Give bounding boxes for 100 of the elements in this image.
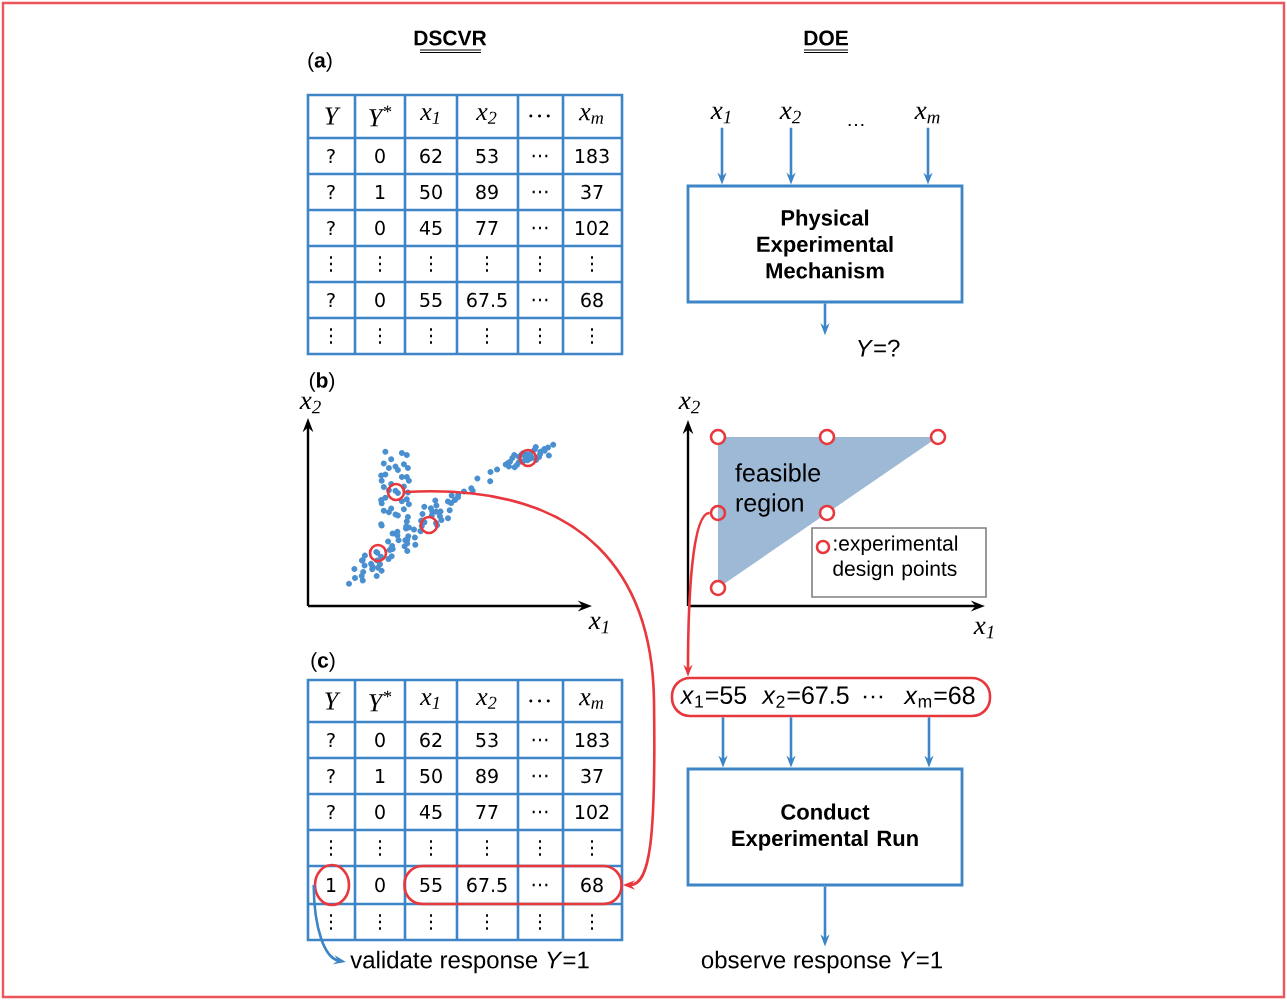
table-cell: 0	[375, 732, 385, 748]
table-cell: 0	[375, 220, 385, 236]
table-cell: …	[532, 298, 548, 302]
table-cell: ⋮	[330, 914, 332, 930]
table-cell: ⋮	[539, 328, 541, 344]
table-cell: Y	[325, 692, 341, 710]
column-heading: DOE	[804, 30, 848, 46]
table-cell: …	[532, 154, 548, 158]
table-cell: 183	[575, 732, 609, 748]
table-cell: ⋮	[379, 256, 381, 272]
result-label: observe response Y=1	[701, 950, 942, 974]
ellipsis: …	[848, 123, 864, 127]
highlight-circle	[518, 448, 538, 468]
table-cell: ?	[327, 184, 335, 200]
table-cell: 67.5	[467, 292, 507, 308]
table-cell: 89	[476, 184, 498, 200]
table-cell: 1	[327, 878, 336, 892]
table-cell: x$_{m}$	[578, 108, 604, 124]
table-cell: 37	[581, 184, 603, 200]
table-cell: ⋮	[379, 840, 381, 856]
panel-label: (b)	[309, 372, 335, 392]
table-cell: 53	[476, 732, 498, 748]
process-box: Conduct Experimental Run	[686, 767, 964, 887]
output-label: Y=?	[858, 339, 900, 357]
table-cell: …	[532, 226, 548, 230]
table-cell: …	[532, 810, 548, 814]
highlight-outline	[403, 864, 623, 906]
table-cell: 77	[476, 805, 498, 819]
highlight-circle	[313, 863, 351, 907]
table-cell: ⋮	[539, 256, 541, 272]
table-cell: 53	[476, 148, 498, 164]
table-cell: 89	[476, 768, 498, 784]
table-cell: 77	[476, 221, 498, 235]
table-cell: 55	[420, 292, 442, 308]
table-cell: 102	[575, 804, 609, 820]
table-cell: …	[532, 190, 548, 194]
table-cell: Y$^{*}$	[369, 690, 392, 712]
table-cell: Y	[325, 107, 341, 125]
table-cell: 0	[375, 292, 385, 308]
axis-label: x$_{1}$	[973, 621, 994, 639]
table-cell: …	[532, 774, 548, 778]
table-cell: ?	[327, 148, 335, 164]
table-cell: ?	[327, 220, 335, 236]
table-cell: ⋮	[591, 328, 593, 344]
table-cell: ⋮	[379, 328, 381, 344]
table-cell: x$_{1}$	[419, 693, 439, 709]
table-cell: 50	[420, 768, 442, 784]
table-cell: 62	[420, 732, 442, 748]
table-cell: ⋮	[330, 328, 332, 344]
table-cell: 1	[376, 185, 385, 199]
table-cell: 45	[419, 804, 442, 820]
panel-label: (a)	[308, 52, 332, 72]
axis-label: x$_{2}$	[678, 396, 700, 414]
table-cell: x$_{1}$	[419, 108, 439, 124]
table-cell: ⋮	[486, 256, 488, 272]
input-label: x$_{1}$	[710, 106, 731, 124]
table-cell: ⋮	[591, 256, 593, 272]
table-cell: …	[529, 114, 550, 118]
table-cell: …	[532, 738, 548, 742]
highlight-circle	[419, 515, 439, 535]
table-cell: ⋮	[379, 914, 381, 930]
table-cell: x$_{2}$	[475, 693, 497, 709]
input-label: x$_{2}$	[779, 106, 801, 124]
table-cell: 62	[420, 148, 442, 164]
table-cell: ⋮	[430, 328, 432, 344]
table-cell: ⋮	[486, 328, 488, 344]
table-cell: 68	[581, 877, 603, 893]
table-cell: x$_{2}$	[475, 108, 497, 124]
table-cell: ⋮	[430, 256, 432, 272]
table-cell: ?	[327, 804, 335, 820]
input-label: x$_{m}$	[914, 106, 940, 124]
table-cell: 68	[581, 292, 603, 308]
table-cell: x$_{m}$	[578, 693, 604, 709]
highlight-circle	[368, 543, 388, 563]
axis-label: x$_{1}$	[588, 616, 609, 634]
highlight-circle	[386, 482, 406, 502]
table-cell: 0	[375, 804, 385, 820]
table-cell: 55	[420, 877, 442, 893]
table-cell: 0	[375, 148, 385, 164]
table-cell: 1	[376, 769, 385, 783]
table-cell: 50	[420, 184, 442, 200]
table-cell: …	[532, 883, 548, 887]
table-cell: Y$^{*}$	[369, 105, 392, 127]
table-cell: 183	[575, 148, 609, 164]
process-box: Physical Experimental Mechanism	[686, 184, 964, 304]
result-label: validate response Y=1	[350, 950, 589, 974]
panel-label: (c)	[311, 652, 335, 672]
table-cell: …	[529, 699, 550, 703]
table-cell: 67.5	[467, 877, 507, 893]
column-heading: DSCVR	[414, 30, 487, 46]
axis-label: x$_{2}$	[299, 396, 321, 414]
table-cell: 37	[581, 768, 603, 784]
table-cell: ⋮	[330, 256, 332, 272]
table-cell: 102	[575, 220, 609, 236]
table-cell: ?	[327, 732, 335, 748]
highlight-circle	[709, 504, 727, 522]
table-cell: ?	[327, 768, 335, 784]
table-cell: 0	[375, 877, 385, 893]
table-cell: 45	[419, 220, 442, 236]
table-cell: ?	[327, 292, 335, 308]
